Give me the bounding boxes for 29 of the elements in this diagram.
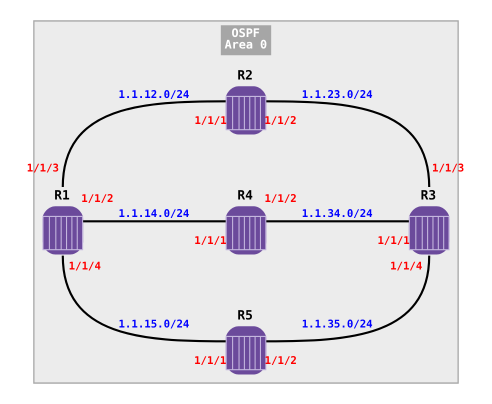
node-label: 1/1/2	[264, 114, 297, 128]
node-label: R4	[237, 188, 253, 204]
connector	[266, 220, 409, 222]
node-label: 1/1/2	[264, 192, 297, 205]
node-label: R2	[237, 68, 253, 84]
connector	[266, 100, 430, 188]
edge-label: 1.1.23.0/24	[302, 88, 373, 102]
edge-label: 1.1.35.0/24	[302, 317, 373, 330]
edge-label: 1.1.34.0/24	[302, 207, 373, 220]
connector	[62, 255, 226, 342]
node-label: R5	[237, 308, 253, 324]
node-label: 1/1/4	[68, 260, 101, 273]
node-label: 1/1/1	[194, 354, 226, 367]
connector	[62, 100, 226, 188]
connector	[83, 220, 226, 222]
node-label: 1/1/2	[264, 354, 297, 367]
node-label: R3	[420, 188, 436, 204]
edge-label: 1.1.14.0/24	[118, 207, 190, 220]
node-label: 1/1/3	[26, 162, 60, 175]
edge-label: 1.1.12.0/24	[118, 88, 190, 102]
node-label: 1/1/1	[377, 234, 410, 247]
connector	[266, 255, 430, 342]
node-label: 1/1/1	[194, 114, 227, 128]
node-label: 1/1/3	[432, 162, 464, 175]
node-label: R1	[54, 188, 70, 204]
node-label: 1/1/1	[194, 234, 227, 247]
edge-label: 1.1.15.0/24	[118, 317, 190, 330]
node-label: 1/1/2	[81, 192, 114, 205]
node-label: 1/1/4	[390, 260, 422, 273]
